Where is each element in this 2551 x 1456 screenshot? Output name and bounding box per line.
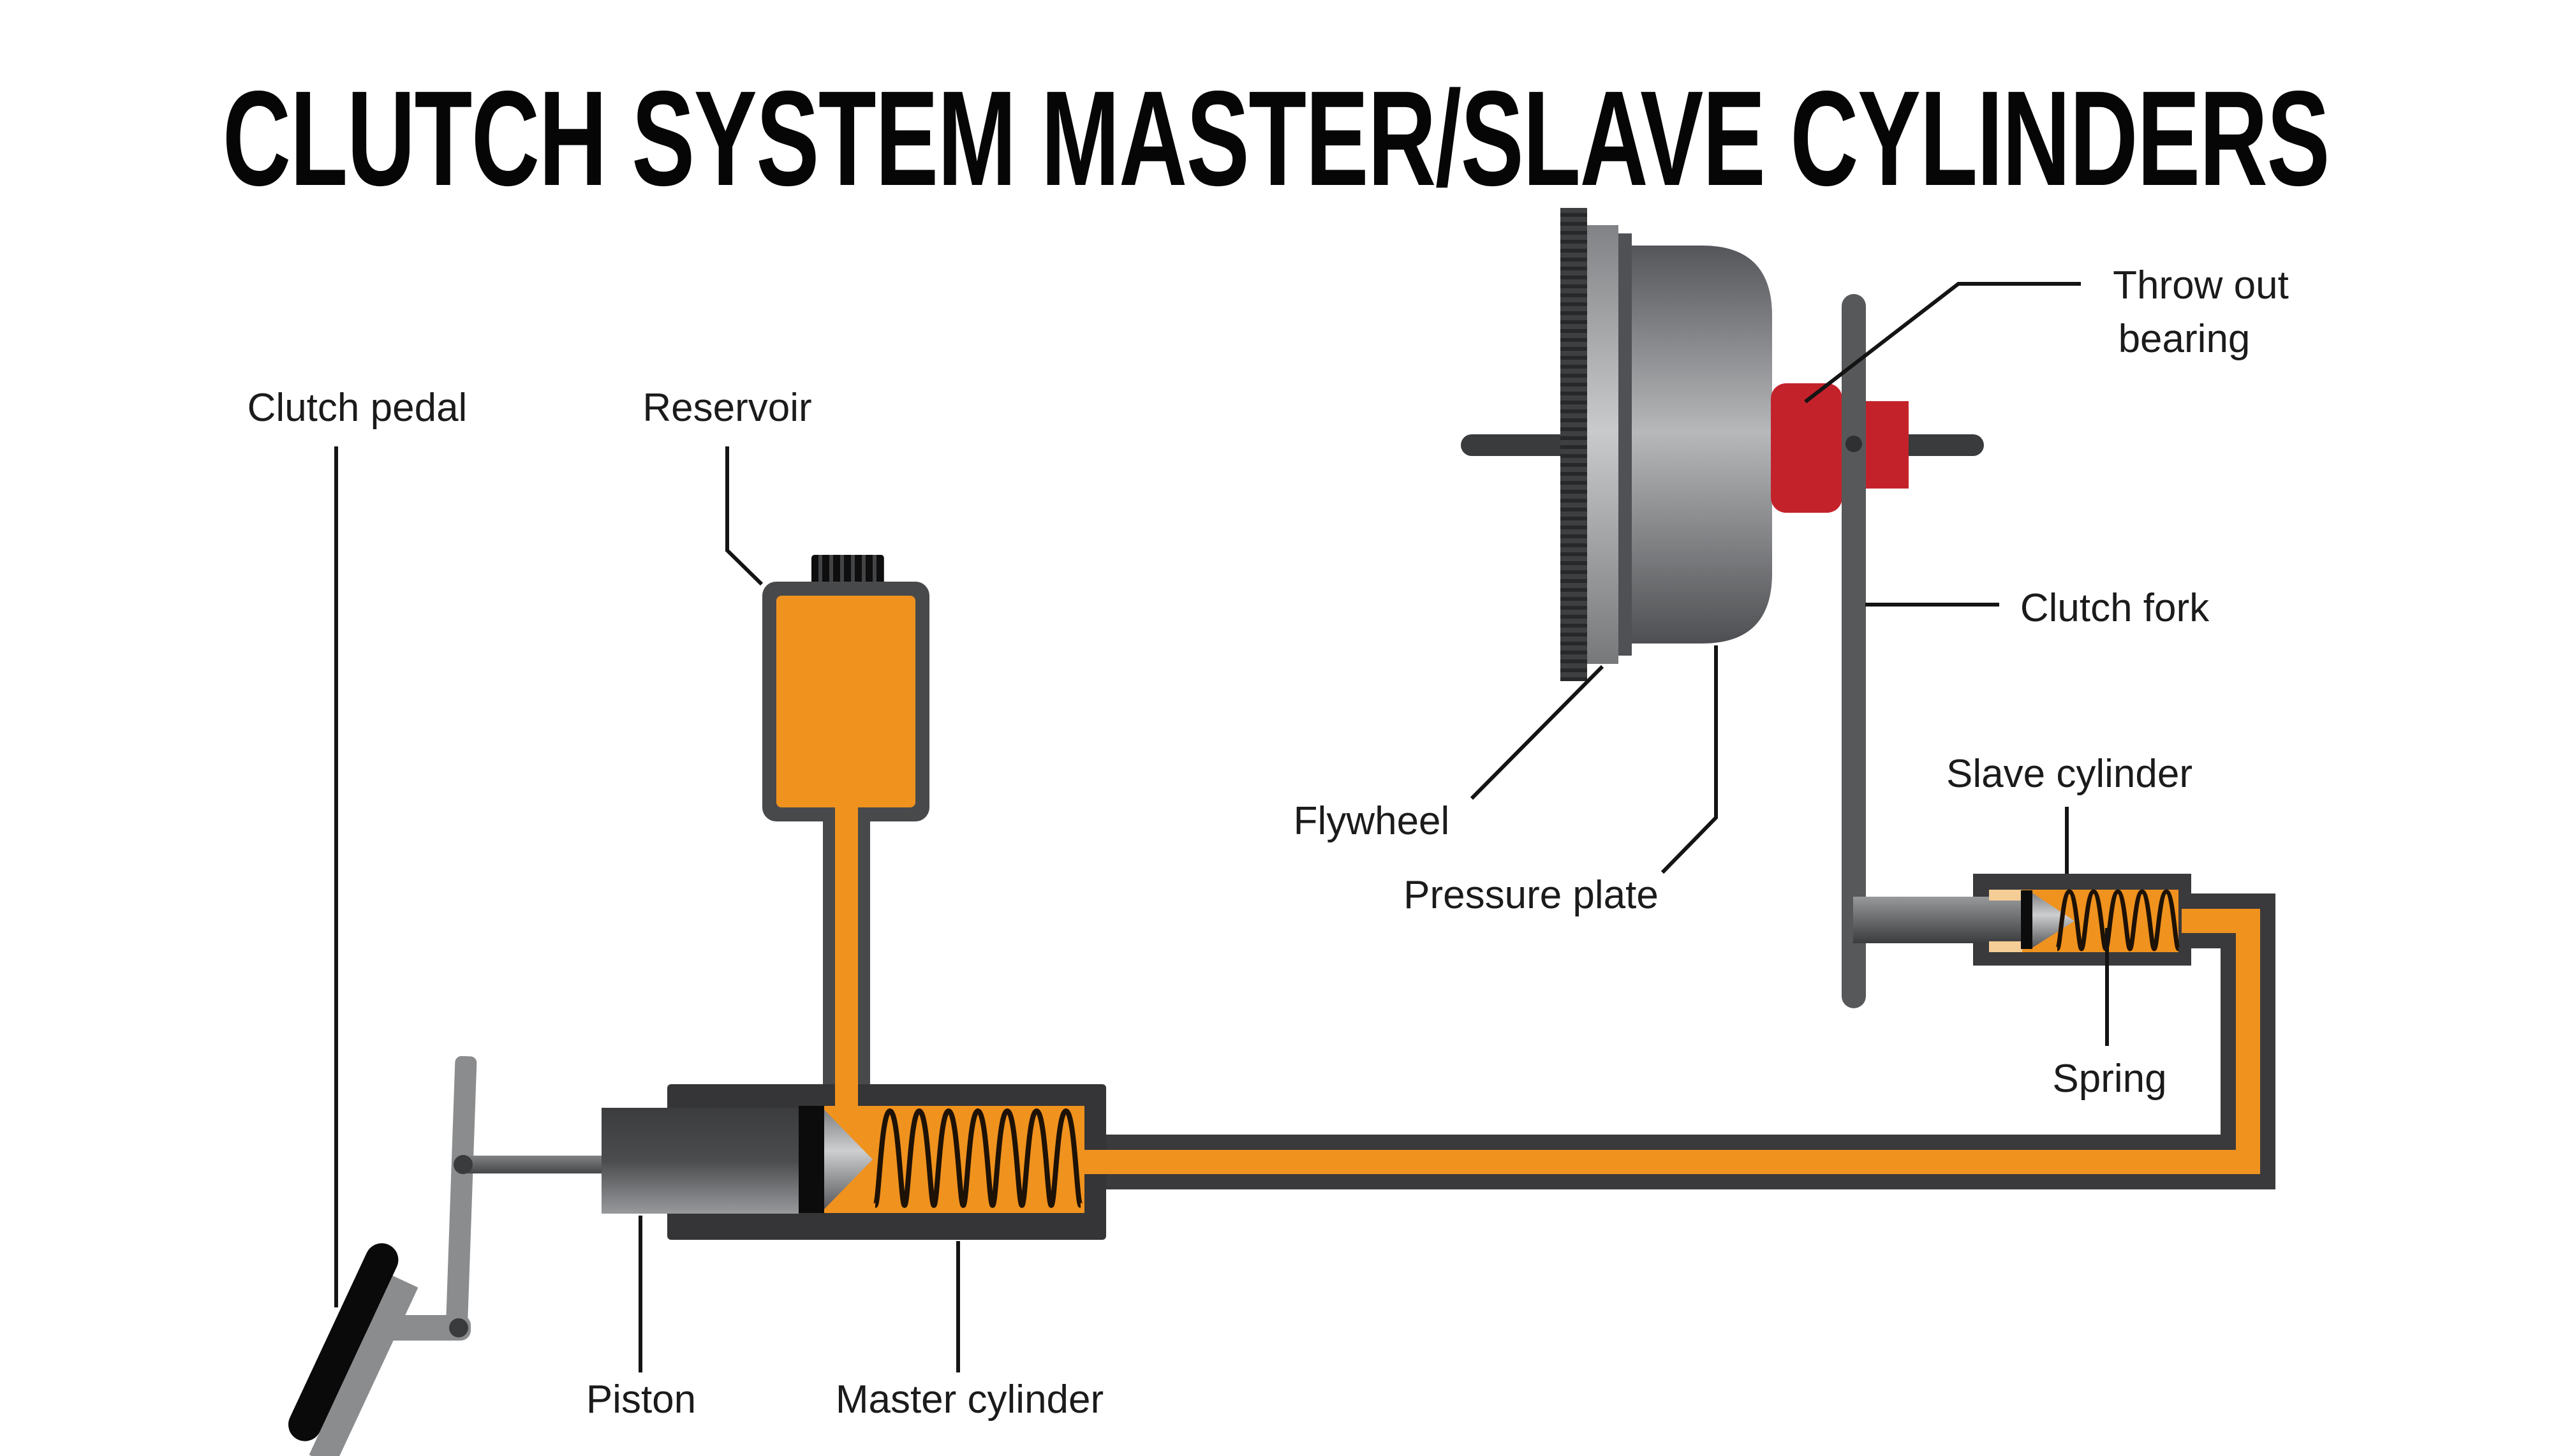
leader-lines	[334, 282, 2109, 1372]
pedal-push-rod	[468, 1156, 604, 1173]
clutch-fork-bar	[1842, 294, 1866, 1008]
label-clutch-fork: Clutch fork	[2020, 586, 2210, 630]
label-flywheel: Flywheel	[1294, 799, 1450, 843]
label-throw-out-bearing-line2: bearing	[2118, 317, 2251, 361]
flywheel-leader	[1470, 665, 1604, 800]
ring-gear	[1560, 208, 1587, 681]
slave-spring-coil	[2055, 889, 2181, 952]
label-spring: Spring	[2052, 1057, 2166, 1101]
slave-cylinder-assembly	[1853, 874, 2191, 966]
slave-piston-cone	[2032, 893, 2074, 948]
push-rod-pivot-dot	[454, 1155, 473, 1174]
label-pressure-plate: Pressure plate	[1403, 873, 1659, 917]
clutch-disc-spacer	[1618, 233, 1632, 656]
label-master-cylinder: Master cylinder	[836, 1378, 1104, 1422]
label-reservoir: Reservoir	[642, 386, 811, 430]
pressure-line-fluid	[1084, 909, 2260, 1174]
clutch-pedal-assembly	[288, 1055, 477, 1456]
labels: CLUTCH SYSTEM MASTER/SLAVE CYLINDERS Clu…	[223, 63, 2330, 1422]
label-slave-cylinder: Slave cylinder	[1946, 752, 2192, 796]
master-cylinder-assembly	[454, 1084, 1106, 1240]
supply-line-fluid	[835, 805, 858, 1108]
master-piston	[602, 1108, 799, 1214]
label-piston: Piston	[586, 1378, 696, 1422]
label-clutch-pedal: Clutch pedal	[248, 386, 468, 430]
hydraulic-lines	[835, 805, 2275, 1189]
master-spring-coil	[873, 1108, 1083, 1209]
pedal-bend-pivot-dot	[449, 1318, 468, 1337]
slave-push-rod	[1853, 897, 2027, 943]
flywheel-assembly	[1461, 208, 1984, 1008]
page-title: CLUTCH SYSTEM MASTER/SLAVE CYLINDERS	[223, 63, 2329, 214]
clutch-fork-pivot-dot	[1845, 436, 1862, 452]
slave-bore-wall-bottom	[1989, 941, 2022, 952]
reservoir-cap	[811, 555, 884, 585]
flywheel-disc	[1587, 225, 1618, 664]
slave-bore-wall-top	[1989, 890, 2022, 901]
throw-out-bearing-front	[1771, 383, 1842, 513]
reservoir-assembly	[762, 555, 929, 821]
label-throw-out-bearing-line1: Throw out	[2113, 263, 2289, 307]
throw-out-bearing-rear	[1866, 401, 1909, 489]
pedal-pad-backing	[309, 1276, 418, 1456]
pressure-plate-dome	[1632, 246, 1772, 643]
pedal-pad	[288, 1243, 399, 1441]
pedal-lever	[445, 1055, 477, 1337]
reservoir-fluid	[776, 596, 915, 807]
pressure-plate-leader	[1660, 645, 1718, 874]
master-piston-seal	[799, 1106, 824, 1213]
master-piston-cone	[824, 1110, 873, 1209]
reservoir-leader	[725, 446, 764, 586]
throw-out-bearing-leader	[1804, 282, 2081, 404]
slave-piston-seal	[2021, 890, 2032, 949]
